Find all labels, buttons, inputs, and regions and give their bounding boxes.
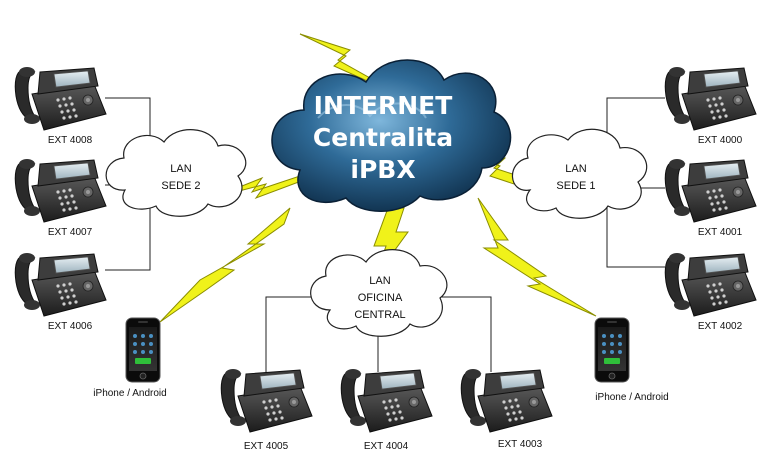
phone-label-4006: EXT 4006 <box>48 321 93 332</box>
bolt-mobile-left <box>159 207 291 323</box>
mobile-right: iPhone / Android <box>594 317 669 403</box>
phone-label-4005: EXT 4005 <box>244 441 289 452</box>
mobile-label-right: iPhone / Android <box>595 392 668 403</box>
central-line3: CENTRAL <box>354 309 405 321</box>
cloud-lan-oficina-central: LAN OFICINA CENTRAL <box>310 249 448 337</box>
phone-label-4000: EXT 4000 <box>698 135 743 146</box>
phone-label-4001: EXT 4001 <box>698 227 743 238</box>
sede1-line2: SEDE 1 <box>556 180 595 192</box>
cloud-lan-sede-2: LAN SEDE 2 <box>105 129 247 217</box>
bolt-mobile-right <box>477 197 597 317</box>
mobile-label-left: iPhone / Android <box>93 388 166 399</box>
phone-ext-4007: EXT 4007 <box>14 158 107 238</box>
phone-ext-4000: EXT 4000 <box>664 66 757 146</box>
centralita-label: Centralita <box>313 123 453 152</box>
phone-ext-4002: EXT 4002 <box>664 252 757 332</box>
phone-ext-4004: EXT 4004 <box>340 368 433 452</box>
sede2-line2: SEDE 2 <box>161 180 200 192</box>
phone-label-4002: EXT 4002 <box>698 321 743 332</box>
phone-label-4008: EXT 4008 <box>48 135 93 146</box>
central-line1: LAN <box>369 275 390 287</box>
phone-label-4003: EXT 4003 <box>498 439 543 450</box>
sede2-line1: LAN <box>170 163 191 175</box>
cloud-lan-sede-1: LAN SEDE 1 <box>511 128 648 219</box>
phone-ext-4006: EXT 4006 <box>14 252 107 332</box>
internet-label: INTERNET <box>314 91 453 120</box>
phone-ext-4001: EXT 4001 <box>664 158 757 238</box>
ipbx-label: iPBX <box>350 155 415 184</box>
sede1-line1: LAN <box>565 163 586 175</box>
phone-ext-4003: EXT 4003 <box>460 368 553 450</box>
phone-ext-4008: EXT 4008 <box>14 66 107 146</box>
phone-ext-4005: EXT 4005 <box>220 368 313 452</box>
internet-cloud: INTERNET Centralita iPBX <box>271 59 512 212</box>
phone-label-4004: EXT 4004 <box>364 441 409 452</box>
mobile-left: iPhone / Android <box>93 317 167 399</box>
central-line2: OFICINA <box>358 292 403 304</box>
phone-label-4007: EXT 4007 <box>48 227 93 238</box>
